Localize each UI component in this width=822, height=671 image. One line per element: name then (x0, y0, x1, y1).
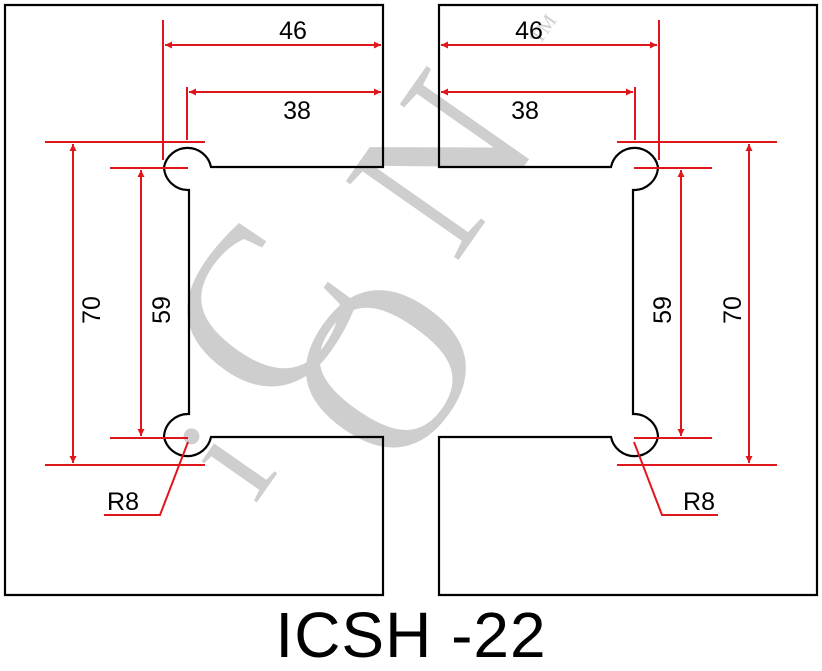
left-plate-outline (3, 3, 385, 597)
left-radius-label: R8 (107, 488, 139, 516)
left-dim-width-outer: 46 (279, 17, 307, 45)
watermark-logo: i C O N TM (112, 10, 580, 523)
right-dim-height-outer: 70 (719, 296, 747, 324)
left-plate: 46 38 70 59 R8 (3, 3, 385, 597)
left-dim-height-outer: 70 (78, 296, 106, 324)
right-plate: 46 38 70 59 R8 (437, 3, 819, 597)
right-plate-outline (437, 3, 819, 597)
left-dim-width-inner: 38 (283, 97, 311, 125)
model-code-title: ICSH -22 (275, 599, 547, 671)
right-dim-width-inner: 38 (511, 97, 539, 125)
left-dim-height-inner: 59 (148, 296, 176, 324)
right-dim-height-inner: 59 (649, 296, 677, 324)
right-radius-label: R8 (683, 488, 715, 516)
right-dim-width-outer: 46 (515, 17, 543, 45)
